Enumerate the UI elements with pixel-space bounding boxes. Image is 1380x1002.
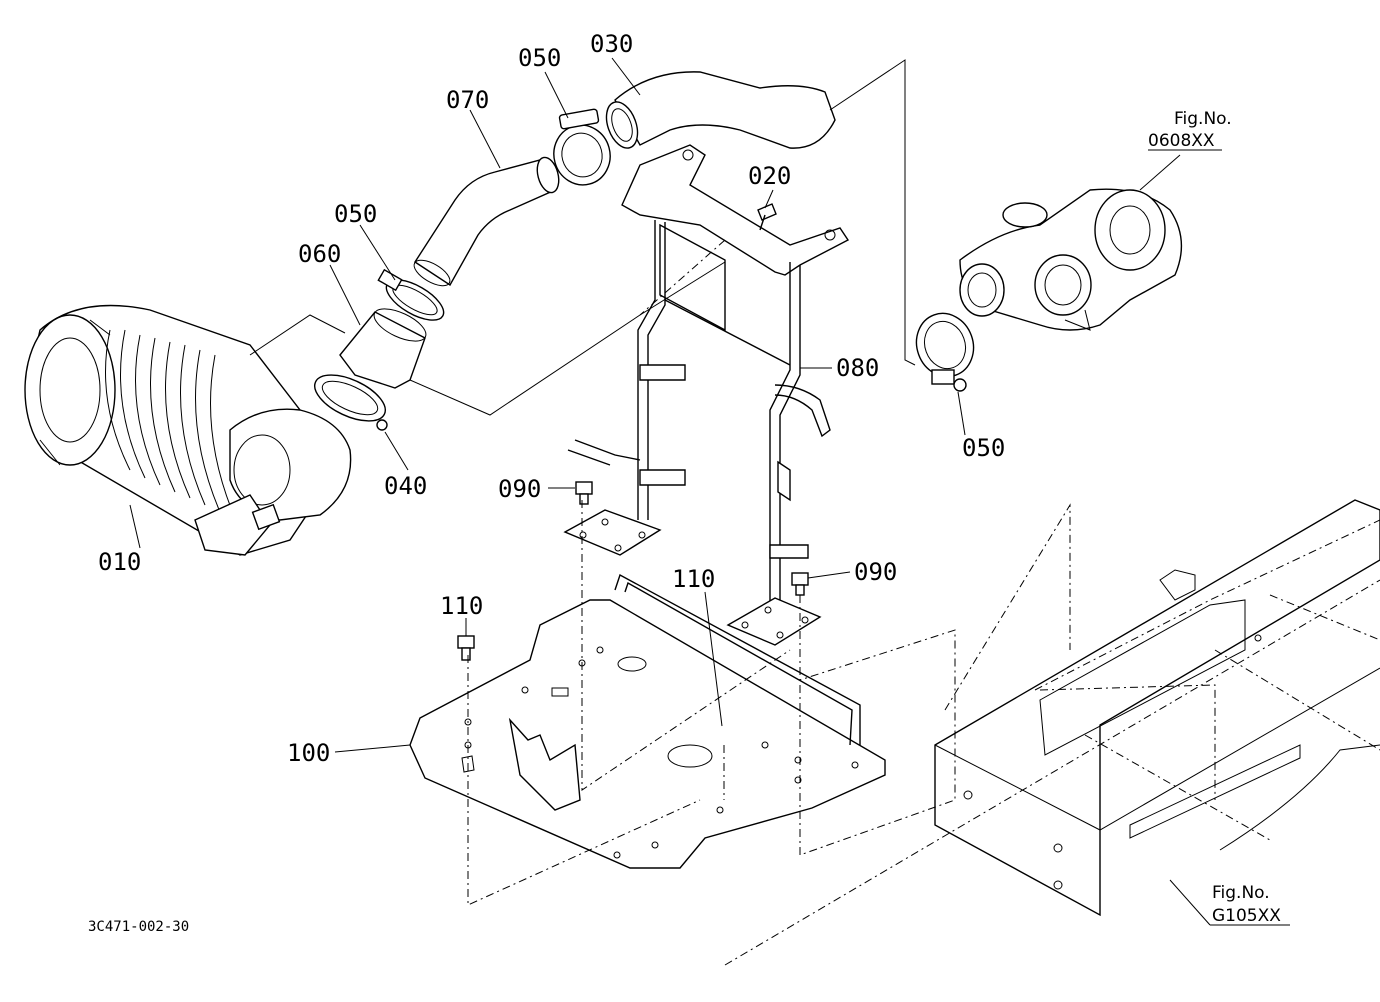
air-cleaner-010[interactable] [24,304,352,556]
fig-ref-frame-number[interactable]: G105XX [1212,906,1281,926]
callout-050-left: 050 [334,200,377,228]
callout-090-left: 090 [498,475,541,503]
callout-050-right: 050 [962,434,1005,462]
bolt-110-left[interactable] [457,635,475,661]
callout-070: 070 [446,86,489,114]
callout-060: 060 [298,240,341,268]
callout-080: 080 [836,354,879,382]
band-clamp-050-right[interactable] [908,305,983,392]
callout-110-center: 110 [672,565,715,593]
fig-ref-turbo-number[interactable]: 0608XX [1148,131,1215,151]
elbow-pipe-070[interactable] [410,155,562,291]
fig-ref-turbo-label: Fig.No. [1174,109,1232,129]
band-clamp-050-left[interactable] [377,268,449,328]
bolt-020[interactable] [757,203,777,231]
callout-100: 100 [287,739,330,767]
chassis-frame [934,499,1380,917]
leader-lines [129,57,1290,926]
base-plate-100[interactable] [409,573,886,869]
reference-lines [467,239,1380,966]
callout-030: 030 [590,30,633,58]
bracket-080[interactable] [563,144,850,646]
callout-090-right: 090 [854,558,897,586]
band-clamp-050-top[interactable] [547,108,617,191]
bolt-090-left[interactable] [575,481,593,505]
diagram-code: 3C471-002-30 [88,919,189,935]
callout-010: 010 [98,548,141,576]
assembly-lines [249,59,916,416]
callout-050-top: 050 [518,44,561,72]
callout-110-left: 110 [440,592,483,620]
turbocharger [959,188,1183,331]
bolt-090-right[interactable] [791,572,809,596]
callout-020: 020 [748,162,791,190]
fig-ref-frame-label: Fig.No. [1212,883,1270,903]
hose-clamp-040[interactable] [308,366,392,431]
intake-hose-030[interactable] [601,71,836,152]
callout-040: 040 [384,472,427,500]
